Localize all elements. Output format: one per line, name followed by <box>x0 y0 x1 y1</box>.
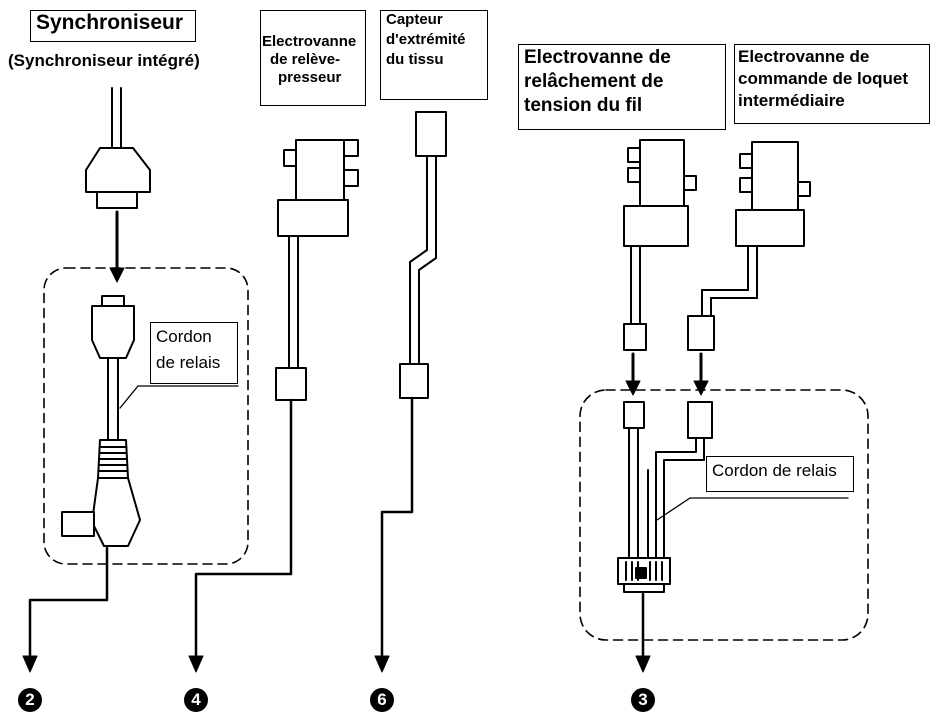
relay-cable-2 <box>617 401 849 593</box>
relachement-box <box>518 44 726 130</box>
cordon-relais-1-box <box>150 322 238 384</box>
loquet-line2: commande de loquet <box>738 69 909 88</box>
cordon-relais-2-box <box>706 456 854 492</box>
capteur-line1: Capteur <box>386 11 443 28</box>
electrovanne-releve-box <box>260 10 366 106</box>
arrow-sync-to-relay <box>109 210 125 283</box>
electrovanne-releve-line1: Electrovanne <box>262 33 357 50</box>
loquet-box <box>734 44 930 124</box>
synchroniseur-title-box <box>30 10 196 42</box>
capteur-line3: du tissu <box>386 51 444 68</box>
relachement-line3: tension du fil <box>524 95 643 116</box>
capteur-line2: d'extrémité <box>386 31 466 48</box>
capteur-device <box>399 111 447 399</box>
relachement-line2: relâchement de <box>524 71 664 92</box>
relay-cable-1 <box>61 295 239 547</box>
bullet-4: 4 <box>184 688 208 712</box>
cordon-relais-1-line1: Cordon <box>156 327 212 346</box>
synchroniseur-title: Synchroniseur <box>36 11 184 34</box>
wire-to-3 <box>635 592 651 673</box>
bullet-3: 3 <box>631 688 655 712</box>
cordon-relais-2-label: Cordon de relais <box>712 461 837 480</box>
loquet-line1: Electrovanne de <box>738 47 870 66</box>
wire-to-2 <box>22 546 109 673</box>
loquet-line3: intermédiaire <box>738 91 845 110</box>
wire-to-4 <box>188 398 293 673</box>
arrow-loquet <box>693 352 709 396</box>
wire-to-6 <box>374 396 414 673</box>
electrovanne-releve-device <box>275 139 359 401</box>
relay-group-box-2 <box>579 389 869 641</box>
synchroniseur-subtitle: (Synchroniseur intégré) <box>8 51 200 70</box>
arrow-relachement <box>625 352 641 396</box>
synchroniseur-connector <box>85 87 151 209</box>
electrovanne-relachement-device <box>623 139 697 351</box>
electrovanne-loquet-device <box>687 141 811 351</box>
bullet-6: 6 <box>370 688 394 712</box>
electrovanne-releve-line2: de relève- <box>270 51 341 68</box>
electrovanne-releve-line3: presseur <box>278 69 342 86</box>
cordon-relais-1-line2: de relais <box>156 353 221 372</box>
capteur-box <box>380 10 488 100</box>
bullet-2: 2 <box>18 688 42 712</box>
relachement-line1: Electrovanne de <box>524 47 671 68</box>
relay-group-box-1 <box>43 267 249 565</box>
